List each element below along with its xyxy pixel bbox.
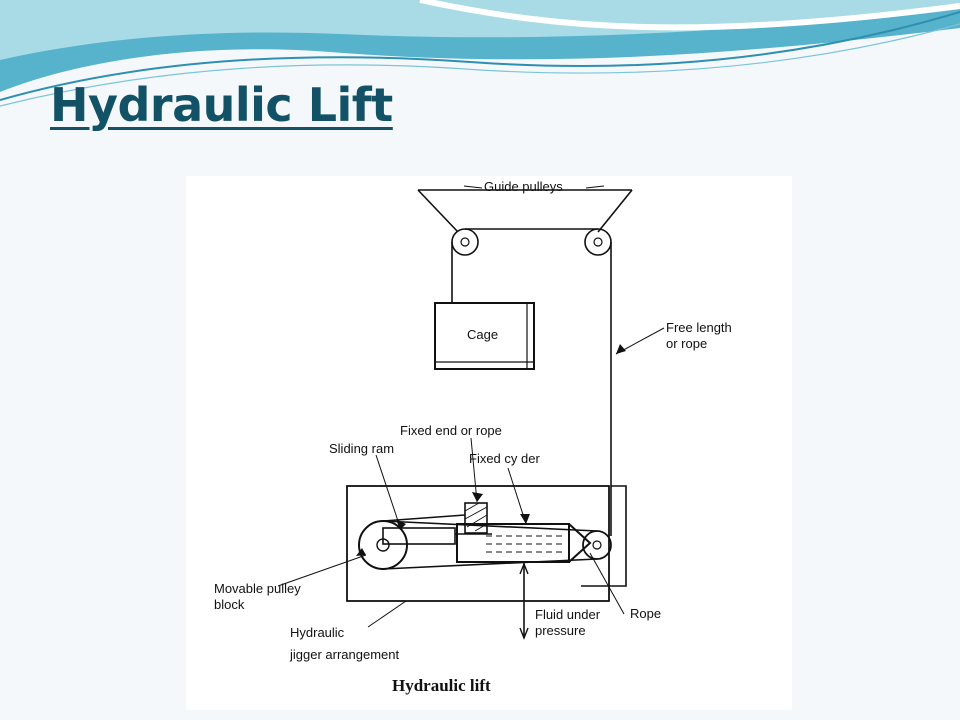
label-pressure: pressure [535,623,586,638]
label-fixed-end: Fixed end or rope [400,423,502,438]
label-or-rope: or rope [666,336,707,351]
label-hydraulic: Hydraulic [290,625,345,640]
right-guide-pulley [584,228,612,256]
label-jigger-arrangement: jigger arrangement [289,647,400,662]
fixed-cylinder [456,523,570,563]
pulley-frame-right [597,189,633,233]
left-guide-pulley [451,228,479,256]
rope-lower-run [382,558,598,570]
rope-upper-run [382,520,598,532]
hydraulic-lift-diagram: Guide pulleys Cage Free length or rope F… [186,176,792,710]
pulley-frame-left [417,189,459,233]
label-fluid-under: Fluid under [535,607,601,622]
slide-title: Hydraulic Lift [50,78,393,132]
diagram-drawing: Guide pulleys Cage Free length or rope F… [214,179,732,695]
label-block: block [214,597,245,612]
label-cage: Cage [467,327,498,342]
header-wave-white [419,0,960,31]
fixed-end-block [464,502,488,534]
header-wave-highlight [0,0,960,60]
diagram-caption: Hydraulic lift [392,676,491,695]
label-guide-pulleys: Guide pulleys [484,179,563,194]
header-wave-line [0,11,960,101]
header-wave-line-thin [0,23,960,107]
label-rope: Rope [630,606,661,621]
jigger-frame [346,485,610,602]
cage [434,302,535,370]
label-fixed-cylinder: Fixed cy der [469,451,540,466]
label-sliding-ram: Sliding ram [329,441,394,456]
label-free-length: Free length [666,320,732,335]
sliding-ram [382,527,456,545]
label-movable-pulley: Movable pulley [214,581,301,596]
